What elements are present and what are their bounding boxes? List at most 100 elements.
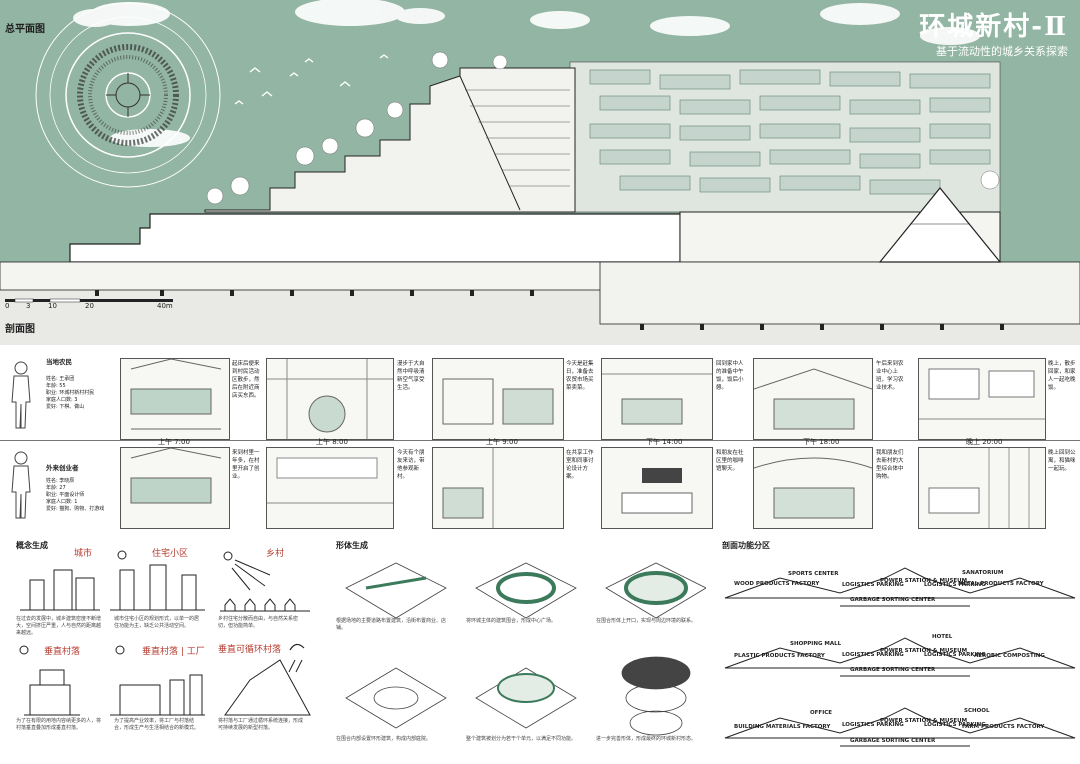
scene-panel xyxy=(266,447,394,529)
section-drawing-band xyxy=(0,0,1080,345)
form-step-desc: 在围合内部设置环形建筑，构成内部庭院。 xyxy=(336,736,432,742)
section-label: 剖面图 xyxy=(5,324,35,335)
zone-center: POWER STATION & MUSEUM xyxy=(880,718,968,724)
entrepreneur-figure xyxy=(11,451,31,519)
persona-details: 姓名: 王承团 年龄: 55 职业: 环城村新村村民 家庭人口数: 3 爱好: … xyxy=(46,376,94,411)
scene-panel xyxy=(918,447,1046,529)
zone-right: METAL PRODUCTS FACTORY xyxy=(958,581,1044,587)
zone-right: FARM PRODUCTS FACTORY xyxy=(962,724,1045,730)
zone-left-top: SHOPPING MALL xyxy=(790,641,842,647)
scene-panel xyxy=(753,447,873,529)
time-label: 上午 9:00 xyxy=(486,438,518,446)
scene-panel xyxy=(432,358,564,440)
scene-note: 起床后便来到村民活动区散步，然后在附近商店买东西。 xyxy=(232,361,260,399)
building-mass xyxy=(0,51,1080,330)
zone-bottom: GARBAGE SORTING CENTER xyxy=(850,597,936,603)
zone-right-top: SANATORIUM xyxy=(962,570,1004,576)
scale-tick: 40m xyxy=(157,302,173,310)
scene-note: 漫步于大自然中呼吸清新空气享受生活。 xyxy=(397,361,425,391)
scale-tick: 20 xyxy=(85,302,94,310)
scene-panel xyxy=(601,358,713,440)
zone-center-left: LOGISTICS PARKING xyxy=(842,582,904,588)
persona-role: 外来创业者 xyxy=(46,464,79,472)
time-label: 下午 14:00 xyxy=(646,438,683,446)
zones-heading: 剖面功能分区 xyxy=(722,541,770,550)
concept-diagrams xyxy=(19,550,311,716)
zone-bottom: GARBAGE SORTING CENTER xyxy=(850,667,936,673)
concept-label: 垂直可循环村落 xyxy=(218,645,282,655)
form-diagrams xyxy=(345,562,706,736)
zone-center-left: LOGISTICS PARKING xyxy=(842,722,904,728)
concept-label: 垂直村落 | 工厂 xyxy=(142,647,205,657)
farmer-figure xyxy=(11,361,31,429)
detail-line: 职业: 环城村新村村民 xyxy=(46,390,95,396)
site-plan xyxy=(35,2,221,188)
detail-line: 家庭人口数: 1 xyxy=(46,499,78,505)
board-title: 环城新村-Ⅱ 基于流动性的城乡关系探索 xyxy=(919,6,1068,59)
detail-line: 年龄: 27 xyxy=(46,485,66,491)
persona-details: 姓名: 李晓辰 年龄: 27 职业: 平面设计师 家庭人口数: 1 爱好: 猫狗… xyxy=(46,478,104,513)
scene-panel xyxy=(120,447,230,529)
concept-label: 住宅小区 xyxy=(152,549,189,559)
zone-left: PLASTIC PRODUCTS FACTORY xyxy=(734,653,825,659)
form-step-desc: 将环城主体的建筑围合，形成中心广场。 xyxy=(466,618,557,624)
form-step-desc: 根据场地的主要道路布置建筑，沿街布置商业、店铺。 xyxy=(336,618,447,631)
zone-center: POWER STATION & MUSEUM xyxy=(880,578,968,584)
scene-note: 回到家中人的准备中午饭，饭后小憩。 xyxy=(716,361,744,391)
scene-panel xyxy=(120,358,230,440)
form-heading: 形体生成 xyxy=(336,541,368,550)
concept-desc: 在过去的发展中，城乡建筑密度不断增大，空间挤压严重，人与自然的距离越来越远。 xyxy=(16,616,102,636)
scene-note: 我和朋友们去新村的大型综合体中购物。 xyxy=(876,450,904,480)
scene-note: 午后来到农业中心上班，学习农业技术。 xyxy=(876,361,904,391)
zone-center: POWER STATION & MUSEUM xyxy=(880,648,968,654)
scene-note: 和朋友在社区里的咖啡馆聊天。 xyxy=(716,450,744,472)
zone-bottom: GARBAGE SORTING CENTER xyxy=(850,738,936,744)
scene-note: 晚上，散步回家，和家人一起吃晚饭。 xyxy=(1048,361,1076,391)
storyboard: 当地农民 姓名: 王承团 年龄: 55 职业: 环城村新村村民 家庭人口数: 3… xyxy=(0,350,1080,540)
concept-desc: 将村落与工厂通过循环系统连接，形成可持续发展的新型村落。 xyxy=(218,718,304,731)
detail-line: 家庭人口数: 3 xyxy=(46,397,78,403)
form-step-desc: 在围合形体上开口，实现与周边环境的联系。 xyxy=(596,618,697,624)
zone-left: WOOD PRODUCTS FACTORY xyxy=(734,581,820,587)
zone-left-top: SPORTS CENTER xyxy=(788,571,839,577)
zone-right-top: HOTEL xyxy=(932,634,953,640)
title-main: 环城新村-Ⅱ xyxy=(919,12,1068,42)
detail-line: 爱好: 下棋、做山 xyxy=(46,404,85,410)
detail-line: 爱好: 猫狗、购物、打游戏 xyxy=(46,506,105,512)
scene-panel xyxy=(432,447,564,529)
detail-line: 姓名: 王承团 xyxy=(46,376,75,382)
zone-diagrams xyxy=(724,567,1076,747)
concept-desc: 乡村住宅分散而自由，与自然关系密切，但功能简单。 xyxy=(218,616,299,629)
concept-desc: 为了在有限的用地内容纳更多的人，将村落垂直叠加形成垂直村落。 xyxy=(16,718,102,731)
scene-note: 今天是赶集日，准备去农贸市场买菜卖菜。 xyxy=(566,361,594,391)
zone-center-left: LOGISTICS PARKING xyxy=(842,652,904,658)
time-label: 上午 8:00 xyxy=(316,438,348,446)
scene-panel xyxy=(918,358,1046,440)
concept-desc: 为了提高产业效率，将工厂与村落结合，形成生产与生活相结合的新模式。 xyxy=(114,718,200,731)
concept-heading: 概念生成 xyxy=(16,541,48,550)
zone-center-right: LOGISTICS PARKING xyxy=(924,722,986,728)
concept-label: 城市 xyxy=(74,549,93,559)
concept-desc: 城市住宅小区的规划形式，以单一的居住功能为主，缺乏公共活动空间。 xyxy=(114,616,200,629)
scale-tick: 3 xyxy=(26,302,31,310)
birds xyxy=(234,54,389,105)
row-divider xyxy=(0,440,1080,441)
detail-line: 姓名: 李晓辰 xyxy=(46,478,75,484)
scene-panel xyxy=(601,447,713,529)
zone-left-top: OFFICE xyxy=(810,710,833,716)
concept-label: 乡村 xyxy=(266,549,285,559)
site-plan-label: 总平面图 xyxy=(5,24,45,35)
time-label: 上午 7:00 xyxy=(158,438,190,446)
title-sub: 基于流动性的城乡关系探索 xyxy=(936,45,1068,58)
zone-right-top: SCHOOL xyxy=(964,708,990,714)
scale-labels: 0 3 10 20 40m xyxy=(5,302,185,312)
form-step-desc: 进一步完善形体，形成最终的环城新村形态。 xyxy=(596,736,697,742)
scale-tick: 10 xyxy=(48,302,57,310)
detail-line: 年龄: 55 xyxy=(46,383,66,389)
time-label: 下午 18:00 xyxy=(803,438,840,446)
concept-label: 垂直村落 xyxy=(44,647,81,657)
zone-center-right: LOGISTICS PARKING xyxy=(924,582,986,588)
zone-left: BUILDING MATERIALS FACTORY xyxy=(734,724,831,730)
scene-panel xyxy=(266,358,394,440)
detail-line: 职业: 平面设计师 xyxy=(46,492,85,498)
